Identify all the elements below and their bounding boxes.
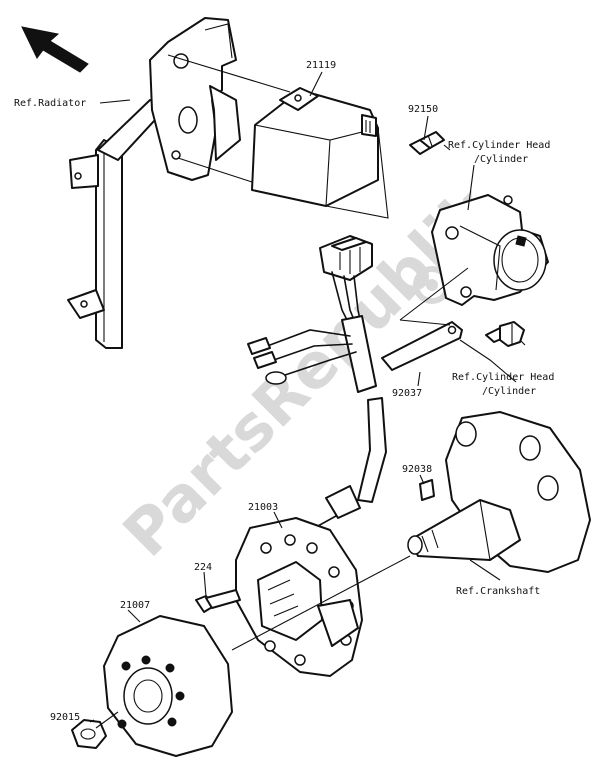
label-92038: 92038: [402, 464, 432, 475]
label-ref-cylinder-head-2a: Ref.Cylinder Head: [452, 372, 554, 383]
label-92037: 92037: [392, 388, 422, 399]
label-21003: 21003: [248, 502, 278, 513]
label-ref-cylinder-head-2b: /Cylinder: [482, 386, 536, 397]
cylinder-head-coupling: [431, 194, 549, 306]
bolt-92150: [409, 131, 445, 155]
flywheel-rotor-21007: [103, 615, 233, 757]
key-92038: [419, 479, 435, 501]
label-224: 224: [194, 562, 212, 573]
crankshaft: [407, 411, 591, 573]
label-21007: 21007: [120, 600, 150, 611]
label-ref-cylinder-head-1b: /Cylinder: [474, 154, 528, 165]
radiator-bracket: [67, 17, 241, 349]
label-ref-radiator: Ref.Radiator: [14, 98, 86, 109]
callout-labels: Ref.Radiator 21119 92150 Ref.Cylinder He…: [14, 60, 554, 723]
bolt-cylinder-head: [485, 321, 525, 347]
bolt-224: [195, 589, 241, 613]
label-ref-cylinder-head-1a: Ref.Cylinder Head: [448, 140, 550, 151]
label-92015: 92015: [50, 712, 80, 723]
bracket-plate-92037: [381, 267, 469, 371]
leader-lines: [89, 71, 526, 729]
label-92150: 92150: [408, 104, 438, 115]
front-direction-arrow-icon: [21, 26, 89, 73]
label-ref-crankshaft: Ref.Crankshaft: [456, 586, 540, 597]
label-21119: 21119: [306, 60, 336, 71]
stator-21003: [235, 517, 363, 677]
wiring-harness: [247, 235, 387, 529]
